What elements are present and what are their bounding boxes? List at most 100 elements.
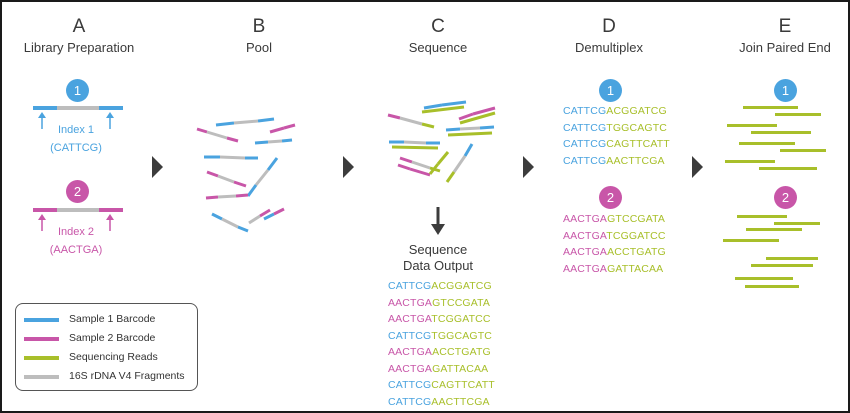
joined-read (759, 167, 817, 170)
read-text: CAGTTCATT (431, 379, 495, 391)
barcode-text: CATTCG (388, 395, 432, 408)
sequence-row: CATTCGAACTTCGA (388, 394, 495, 411)
sequence-output-arrow-head (431, 224, 445, 235)
sequence-row: CATTCGACGGATCG (563, 103, 670, 120)
sequence-output-title-line1: Sequence (408, 242, 468, 257)
pool-fragment (263, 207, 285, 221)
sample-1-fragment (57, 106, 99, 110)
sequenced-fragment (458, 106, 496, 125)
legend-swatch (24, 318, 59, 322)
pool-fragment (211, 212, 249, 233)
legend-swatch (24, 337, 59, 341)
read-text: ACGGATCG (606, 105, 667, 117)
read-text: AACTTCGA (431, 395, 490, 408)
join-sample-2-badge: 2 (774, 186, 797, 209)
sequence-row: AACTGATCGGATCC (388, 311, 495, 328)
sequence-row: CATTCGTGGCAGTC (563, 120, 670, 137)
legend: Sample 1 Barcode Sample 2 Barcode Sequen… (15, 303, 198, 391)
barcode-text: AACTGA (388, 362, 433, 375)
step-d-title: Demultiplex (575, 40, 643, 55)
sequence-row: AACTGAGTCCGATA (563, 211, 666, 228)
barcode-text: CATTCG (388, 280, 432, 292)
joined-read (751, 264, 813, 267)
sequenced-fragment (445, 143, 474, 183)
joined-read (774, 222, 820, 225)
joined-read (723, 239, 779, 242)
sample-2-barcode-left (33, 208, 57, 212)
joined-read (743, 106, 798, 109)
legend-label: Sequencing Reads (69, 351, 158, 363)
pool-fragment (204, 155, 258, 160)
read-text: AACTTCGA (606, 154, 665, 167)
barcode-text: CATTCG (563, 154, 607, 167)
pool-fragment (196, 127, 239, 143)
step-b-title: Pool (245, 40, 273, 55)
barcode-text: AACTGA (388, 296, 433, 309)
sequence-row: AACTGAACCTGATG (388, 344, 495, 361)
read-text: ACCTGATG (607, 246, 666, 258)
barcode-text: AACTGA (388, 313, 432, 325)
index-1-sequence: (CATTCG) (50, 142, 102, 154)
joined-read (766, 257, 818, 260)
sequence-output-title-line2: Data Output (402, 258, 474, 273)
joined-read (739, 142, 795, 145)
legend-swatch (24, 356, 59, 360)
joined-read (737, 215, 787, 218)
barcode-text: CATTCG (388, 379, 432, 391)
sequenced-fragment (397, 163, 431, 177)
sequence-row: CATTCGCAGTTCATT (563, 136, 670, 153)
legend-item-fragments: 16S rDNA V4 Fragments (16, 368, 197, 384)
barcode-text: AACTGA (563, 213, 608, 225)
pool-fragment (205, 193, 249, 200)
step-a-letter: A (72, 16, 86, 37)
joined-read (775, 113, 821, 116)
legend-label: Sample 2 Barcode (69, 332, 156, 344)
sequenced-fragment (428, 151, 450, 175)
sequence-row: AACTGAGATTACAA (563, 261, 666, 278)
joined-read (745, 285, 799, 288)
read-text: TGGCAGTC (431, 329, 492, 342)
joined-read (735, 277, 793, 280)
sequence-row: CATTCGTGGCAGTC (388, 328, 495, 345)
read-text: GATTACAA (607, 262, 664, 275)
flow-arrow-a-b (152, 156, 163, 178)
barcode-text: AACTGA (388, 346, 433, 358)
read-text: ACGGATCG (431, 280, 492, 292)
legend-item-sample-1: Sample 1 Barcode (16, 311, 197, 327)
read-text: TCGGATCC (431, 313, 491, 325)
index-2-label: Index 2 (57, 226, 95, 238)
step-d-letter: D (602, 16, 616, 37)
sample-2-barcode-right (99, 208, 123, 212)
sequenced-fragment (387, 113, 435, 129)
joined-read (725, 160, 775, 163)
legend-label: 16S rDNA V4 Fragments (69, 370, 185, 382)
sequenced-fragment (421, 100, 467, 114)
legend-label: Sample 1 Barcode (69, 313, 156, 325)
pool-fragment (269, 123, 296, 134)
sequenced-fragment (389, 140, 440, 150)
index-2-sequence: (AACTGA) (49, 244, 103, 256)
sequence-row: AACTGAGTCCGATA (388, 295, 495, 312)
joined-read (727, 124, 777, 127)
step-c-letter: C (431, 16, 445, 37)
legend-item-reads: Sequencing Reads (16, 349, 197, 365)
pool-fragment (215, 117, 275, 127)
step-a-title: Library Preparation (23, 40, 135, 55)
flow-arrow-d-e (692, 156, 703, 178)
sample-1-barcode-right (99, 106, 123, 110)
sequence-row: AACTGATCGGATCC (563, 228, 666, 245)
sequence-row: CATTCGCAGTTCATT (388, 377, 495, 394)
pool-fragment (206, 170, 247, 188)
joined-read (780, 149, 826, 152)
flow-arrow-c-d (523, 156, 534, 178)
read-text: GTCCGATA (432, 296, 491, 309)
read-text: TGGCAGTC (606, 121, 667, 134)
barcode-text: CATTCG (388, 329, 432, 342)
